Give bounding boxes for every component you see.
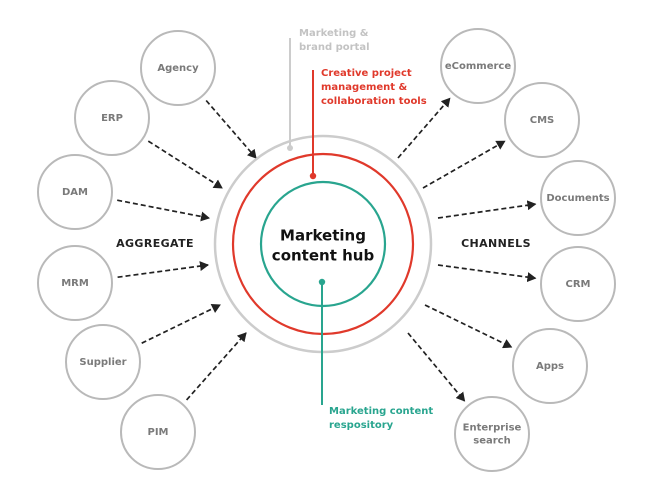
- source-node-circle: [65, 324, 141, 400]
- channel-node-circle: [454, 396, 530, 472]
- channel-arrow-1: [422, 140, 506, 189]
- channel-arrow-3: [437, 264, 537, 283]
- channel-node-label: CRM: [566, 279, 591, 290]
- creative-tools-dot: [309, 172, 317, 180]
- repository-annotation-line1: Marketing content: [329, 406, 433, 417]
- source-node-label: Supplier: [79, 357, 126, 368]
- source-arrow-3: [117, 261, 209, 279]
- creative-tools-annotation-line3: collaboration tools: [321, 96, 427, 107]
- channel-node-circle: [540, 246, 616, 322]
- brand-portal-dot: [287, 145, 293, 151]
- channel-node-label: Enterprise: [463, 423, 522, 434]
- hub-title-line1: Marketing: [280, 227, 366, 245]
- channel-node-documents: Documents: [540, 160, 616, 236]
- channel-node-ecommerce: eCommerce: [440, 28, 516, 104]
- channel-node-label: eCommerce: [445, 61, 511, 72]
- arrows-layer: [117, 97, 537, 402]
- channel-node-apps: Apps: [512, 328, 588, 404]
- source-arrow-4: [141, 304, 221, 344]
- channel-node-circle: [512, 328, 588, 404]
- hub-title-line2: content hub: [272, 247, 375, 265]
- source-node-label: PIM: [147, 427, 168, 438]
- channel-node-label: Documents: [546, 193, 609, 204]
- repository-dot: [318, 278, 326, 286]
- source-arrow-5: [185, 332, 247, 401]
- channel-arrow-2: [437, 200, 537, 219]
- source-node-circle: [37, 154, 113, 230]
- channel-node-label: CMS: [530, 115, 555, 126]
- channel-node-circle: [540, 160, 616, 236]
- creative-tools-annotation-line1: Creative project: [321, 68, 412, 79]
- source-node-supplier: Supplier: [65, 324, 141, 400]
- source-arrow-0: [205, 99, 257, 159]
- channels-label: CHANNELS: [461, 237, 531, 250]
- source-node-label: ERP: [101, 113, 123, 124]
- source-node-circle: [140, 30, 216, 106]
- channel-arrow-4: [424, 304, 513, 349]
- source-node-mrm: MRM: [37, 245, 113, 321]
- source-node-circle: [74, 80, 150, 156]
- source-node-label: Agency: [157, 63, 199, 74]
- source-node-label: DAM: [62, 187, 88, 198]
- channel-arrow-0: [397, 97, 451, 159]
- source-node-pim: PIM: [120, 394, 196, 470]
- channel-arrow-5: [407, 332, 466, 402]
- channel-node-crm: CRM: [540, 246, 616, 322]
- aggregate-label: AGGREGATE: [116, 237, 194, 250]
- source-node-agency: Agency: [140, 30, 216, 106]
- source-node-dam: DAM: [37, 154, 113, 230]
- source-arrow-2: [117, 199, 210, 222]
- source-node-erp: ERP: [74, 80, 150, 156]
- source-node-circle: [120, 394, 196, 470]
- source-node-circle: [37, 245, 113, 321]
- channel-node-label: search: [473, 436, 510, 447]
- source-arrow-1: [147, 140, 223, 189]
- brand-portal-annotation-line2: brand portal: [299, 42, 370, 53]
- source-node-label: MRM: [61, 278, 89, 289]
- channel-node-label: Apps: [536, 361, 564, 372]
- channel-node-enterprise-search: Enterprise search: [454, 396, 530, 472]
- channel-node-circle: [504, 82, 580, 158]
- channel-node-circle: [440, 28, 516, 104]
- repository-annotation-line2: respository: [329, 420, 394, 431]
- channel-node-cms: CMS: [504, 82, 580, 158]
- creative-tools-annotation-line2: management &: [321, 82, 408, 93]
- brand-portal-annotation-line1: Marketing &: [299, 28, 369, 39]
